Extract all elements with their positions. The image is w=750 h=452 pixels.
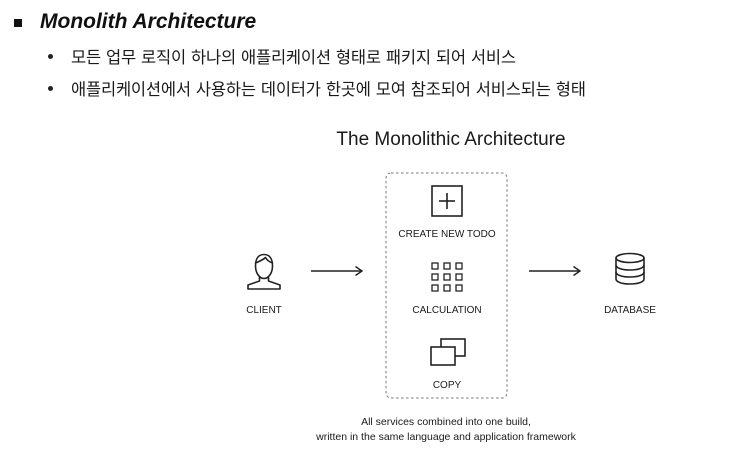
caption-line-2: written in the same language and applica…	[315, 431, 576, 443]
client-icon	[247, 253, 281, 290]
bullet-item-2: 애플리케이션에서 사용하는 데이터가 한곳에 모여 참조되어 서비스되는 형태	[48, 76, 586, 100]
grid-icon	[431, 262, 463, 292]
database-label: DATABASE	[604, 305, 656, 316]
client-label: CLIENT	[246, 305, 282, 316]
heading-row: Monolith Architecture	[14, 8, 256, 36]
caption-line-1: All services combined into one build,	[361, 416, 531, 428]
service-label-calculation: CALCULATION	[412, 305, 481, 316]
monolith-boundary	[385, 172, 508, 399]
square-bullet-icon	[14, 19, 22, 27]
database-arrow	[529, 265, 582, 277]
copy-icon	[430, 338, 466, 366]
plus-box-icon	[431, 185, 463, 217]
service-label-copy: COPY	[433, 380, 462, 391]
database-icon	[615, 252, 645, 285]
service-label-create-new-todo: CREATE NEW TODO	[398, 229, 495, 240]
bullet-item-1: 모든 업무 로직이 하나의 애플리케이션 형태로 패키지 되어 서비스	[48, 44, 516, 68]
page-heading: Monolith Architecture	[40, 10, 257, 33]
diagram-title: The Monolithic Architecture	[336, 129, 565, 150]
bullet-text: 애플리케이션에서 사용하는 데이터가 한곳에 모여 참조되어 서비스되는 형태	[71, 80, 586, 99]
bullet-dot-icon	[48, 85, 53, 91]
bullet-text: 모든 업무 로직이 하나의 애플리케이션 형태로 패키지 되어 서비스	[71, 48, 516, 67]
client-arrow	[311, 265, 364, 277]
bullet-dot-icon	[48, 53, 53, 59]
